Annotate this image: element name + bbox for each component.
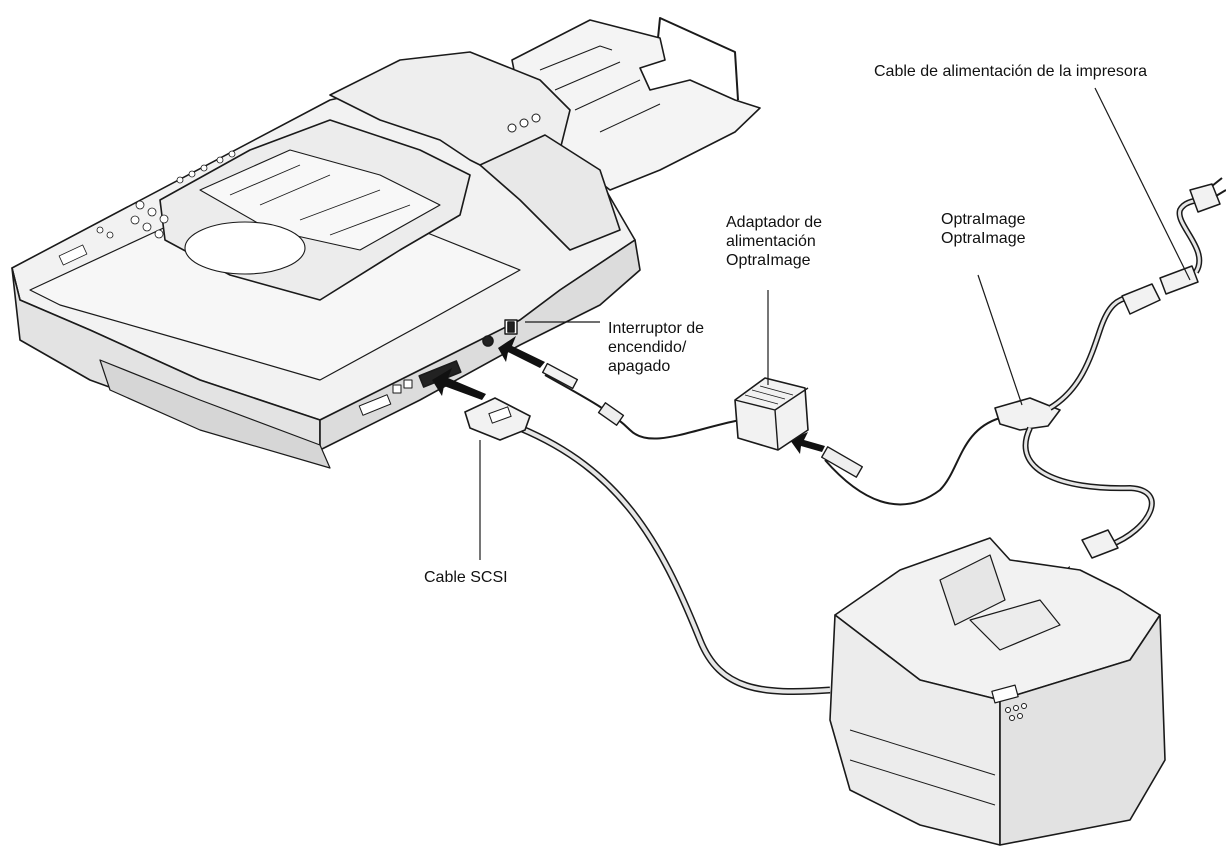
printer-front [829,614,1001,846]
power-adapter [734,377,809,451]
scanner [11,17,761,469]
wall-plug [1189,183,1221,213]
printer-side [999,614,1166,846]
label-scsi-cable: Cable SCSI [424,569,508,586]
label-power-switch: Interruptor de encendido/ apagado [608,319,704,376]
control-panel [58,150,236,266]
arrow-to-scsi-port [432,368,486,400]
printer-display [991,684,1019,704]
label-adapter: Adaptador de alimentación OptraImage [726,213,822,270]
leader-lines [479,87,1191,560]
male-connector [1159,265,1199,295]
power-jack [482,335,494,347]
label-optraimage-line1: OptraImage [941,211,1026,228]
label-printer-power-cable: Cable de alimentación de la impresora [874,63,1148,80]
label-optraimage-line2: OptraImage [941,230,1026,247]
scsi-cable [464,397,831,695]
tray-wire-extension [657,17,739,101]
female-connector [1121,283,1161,315]
label-adapter-line3: OptraImage [726,252,811,269]
leader-printer-power-cable [1094,87,1191,281]
dc-plug [541,362,579,390]
arrow-to-power-jack [498,336,545,368]
leader-optraimage-cable [977,274,1023,406]
label-adapter-line2: alimentación [726,233,816,250]
label-power-switch-line3: apagado [608,358,671,375]
label-adapter-line1: Adaptador de [726,214,823,231]
label-optraimage-cable: OptraImage OptraImage [941,210,1025,248]
y-splitter [994,397,1061,431]
printer-plug [1081,529,1119,559]
printer [829,537,1166,846]
label-power-switch-line2: encendido/ [608,339,687,356]
feeder-window [184,221,306,275]
label-power-switch-line1: Interruptor de [608,320,705,337]
adapter-plug [820,446,864,478]
power-adapter-assembly [541,177,1226,559]
arrow-to-adapter [790,432,825,454]
